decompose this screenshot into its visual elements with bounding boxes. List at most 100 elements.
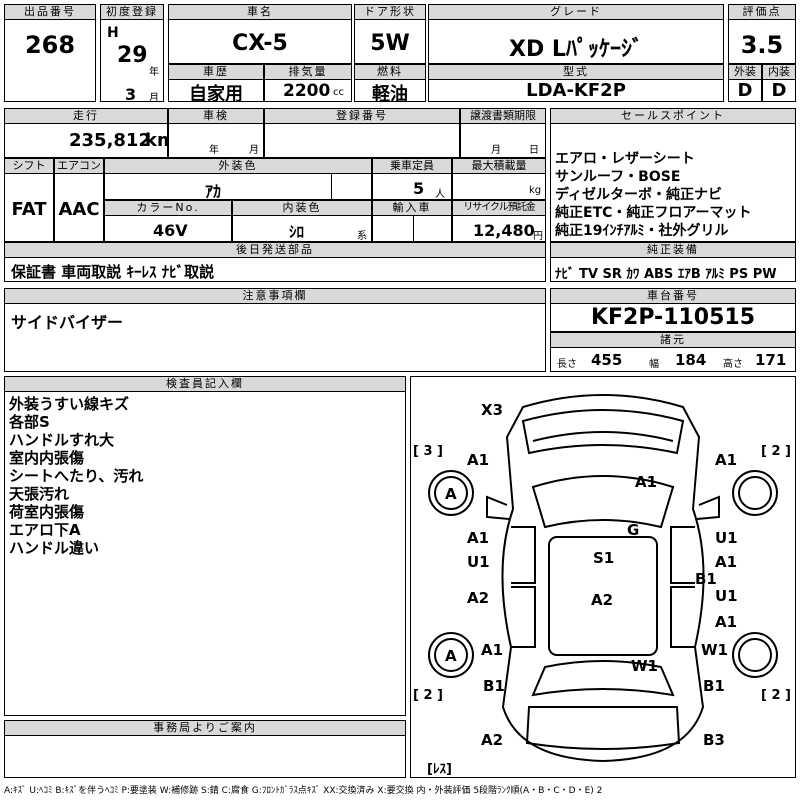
sales-point: 純正19ｲﾝﾁｱﾙﾐ・社外グリル [555,223,729,239]
car-outline: X3 A1 A1 A A1 G A1 U1 S1 U1 A1 B1 A2 A2 … [413,394,791,777]
diagram-mark: A2 [467,589,489,607]
equipment-item: ABS [643,267,674,282]
diagram-mark: W1 [701,641,728,659]
equipment-list: ﾅﾋﾞ TV SR ｶﾜ ABS ｴｱB ｱﾙﾐ PS PW [555,263,777,282]
sales-label: セールスポイント [551,109,795,124]
car-name: CX-5 [232,31,288,56]
diagram-mark: [ﾚｽ] [427,762,452,777]
mileage-cell: 走行 235,812 km [4,108,176,158]
history: 自家用 [189,84,243,105]
load-unit: kg [529,185,542,196]
shift: FAT [11,199,47,220]
parts-value: 保証書 車両取説 ｷｰﾚｽ ﾅﾋﾞ取説 [11,263,215,281]
shift-cell: シフト FAT [4,158,54,242]
diagram-mark: W1 [631,657,658,675]
car-name-cell: 車名 CX-5 [168,4,352,64]
lot-number: 268 [24,31,76,59]
shift-label: シフト [5,159,53,174]
grade: XD Lﾊﾟｯｹｰｼﾞ [509,37,643,62]
registration-month: 3 [125,85,137,104]
inspector-cell: 検査員記入欄 外装うすい線キズ 各部S ハンドルすれ大 室内内張傷 シートへたり… [4,376,406,716]
fuel-label: 燃料 [355,65,425,80]
inspector-notes: 外装うすい線キズ 各部S ハンドルすれ大 室内内張傷 シートへたり、汚れ 天張汚… [9,395,143,557]
recycle-label: リサイクル預託金 [453,201,545,216]
recycle-amount: 12,480 [473,221,535,240]
color-no-cell: カラーNo. 46V [104,200,232,242]
plate-cell: 登録番号 [264,108,460,158]
chassis-number: KF2P-110515 [590,305,756,330]
load-cell: 最大積載量 kg [452,158,546,200]
first-registration-cell: 初度登録 H 29 年 3 月 [100,4,164,104]
length: 455 [591,351,623,369]
diagram-mark: B1 [483,677,505,695]
diagram-mark: A1 [715,553,737,571]
int-color-label: 内装色 [233,201,371,216]
capacity-cell: 乗車定員 5 人 [372,158,452,200]
notes-label: 注意事項欄 [5,289,545,304]
int-color: ｼﾛ [289,223,305,241]
capacity-unit: 人 [435,189,445,200]
height-label: 高さ [723,359,743,370]
office-cell: 事務局よりご案内 [4,720,406,778]
year-unit: 年 [149,67,159,78]
equipment-item: ｱﾙﾐ [705,267,725,282]
recycle-unit: 円 [533,231,543,242]
capacity: 5 [413,179,425,198]
import-label: 輸入車 [373,201,451,216]
diagram-mark: B1 [703,677,725,695]
diagram-mark: U1 [467,553,490,571]
equipment-cell: 純正装備 ﾅﾋﾞ TV SR ｶﾜ ABS ｴｱB ｱﾙﾐ PS PW [550,242,796,282]
transfer-label: 譲渡書類期限 [461,109,545,124]
diagram-mark: U1 [715,587,738,605]
month-unit: 月 [149,93,159,104]
width-label: 幅 [649,359,659,370]
sales-point: エアロ・レザーシート [555,151,695,167]
equipment-item: SR [602,267,622,282]
inspector-line: エアロ下A [9,521,81,539]
equipment-item: ﾅﾋﾞ [555,267,575,282]
sales-point: 純正ETC・純正フロアーマット [555,205,752,221]
plate-label: 登録番号 [265,109,459,124]
sales-cell: セールスポイント エアロ・レザーシート サンルーフ・BOSE ディゼルターボ・純… [550,108,796,242]
equipment-item: ｶﾜ [626,267,640,282]
int-color-unit: 系 [357,231,367,242]
inspector-label: 検査員記入欄 [5,377,405,392]
fuel: 軽油 [372,84,408,105]
fuel-cell: 燃料 軽油 [354,64,426,105]
ac-cell: エアコン AAC [54,158,104,242]
diagram-mark: [ 2 ] [761,444,791,459]
history-cell: 車歴 自家用 [168,64,264,105]
inspector-line: ハンドルすれ大 [9,431,115,449]
first-registration-label: 初度登録 [101,5,163,20]
equipment-item: ｴｱB [677,267,701,282]
length-label: 長さ [557,359,577,370]
diagram-mark: A1 [635,473,657,491]
mileage-label: 走行 [5,109,167,124]
mileage: 235,812 [69,130,151,151]
notes-cell: 注意事項欄 サイドバイザー [4,288,546,372]
score-label: 評価点 [729,5,795,20]
import-cell: 輸入車 [372,200,452,242]
parts-label: 後日発送部品 [5,243,545,258]
ac-label: エアコン [55,159,103,174]
registration-year: 29 [117,43,148,68]
transfer-day-unit: 日 [529,145,539,156]
inspection-label: 車検 [169,109,263,124]
diagram-mark: B3 [703,731,725,749]
diagram-mark: [ 2 ] [413,688,443,703]
diagram-mark: A1 [715,451,737,469]
dims-cell: 諸元 長さ 455 幅 184 高さ 171 [550,332,796,372]
exterior-label: 外装 [729,65,761,80]
diagram-mark: X3 [481,401,503,419]
door-type: 5W [370,31,410,56]
door-label: ドア形状 [355,5,425,20]
model-code: LDA-KF2P [526,80,626,101]
width: 184 [675,351,707,369]
chassis-label: 車台番号 [551,289,795,304]
displacement-unit: cc [333,87,344,98]
lot-number-cell: 出品番号 268 [4,4,96,102]
transfer-cell: 譲渡書類期限 月 日 [460,108,546,158]
ext-color-label: 外装色 [105,159,371,174]
interior-grade: D [771,80,787,101]
ac: AAC [58,199,100,220]
